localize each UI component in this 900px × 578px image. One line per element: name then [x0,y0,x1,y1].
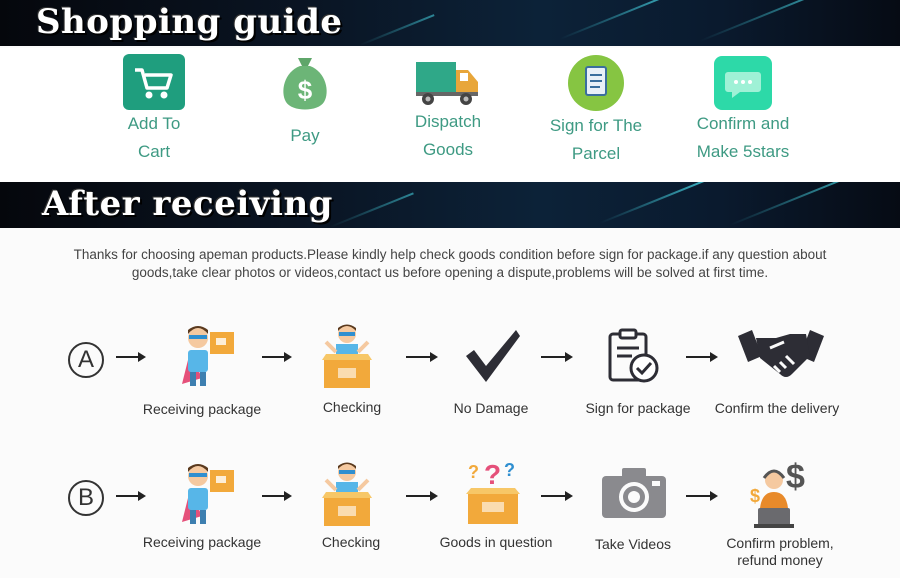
flow-b-label-receiving: Receiving package [142,534,262,550]
arrow [541,352,573,362]
flow-b-marker: B [68,480,104,516]
flow-b-label-checking: Checking [321,534,381,550]
arrow [116,352,146,362]
delivery-person-icon [182,464,234,524]
step-label-line1: Pay [290,126,320,145]
step-label-line1: Dispatch [414,112,482,131]
flow-a-label-sign: Sign for package [585,400,691,416]
flow-a-label-receiving: Receiving package [142,401,262,417]
arrow [406,352,438,362]
step-label-line1: Sign for The [549,116,643,135]
arrow [116,491,146,501]
arrow [406,491,438,501]
checkmark-icon [466,330,520,382]
arrow [262,491,292,501]
flow-a-label-confirm: Confirm the delivery [714,400,840,416]
flow-a-label-no-damage: No Damage [453,400,529,416]
checking-box-icon [322,462,372,526]
shopping-guide-title: Shopping guide [36,2,343,42]
money-bag-icon: $ [283,58,327,110]
truck-icon [416,62,478,105]
chat-icon [714,56,772,110]
flow-b-label-confirm-2: refund money [737,552,823,568]
after-receiving-title: After receiving [42,184,333,224]
step-add-to-cart: Add To Cart [104,54,204,166]
step-dispatch-goods: Dispatch Goods [398,58,498,164]
svg-text:?: ? [504,460,515,480]
step-confirm-stars: Confirm and Make 5stars [680,56,806,166]
arrow [686,491,718,501]
shopping-steps: Add To Cart $ Pay Dispatch Goods [0,48,900,182]
step-pay: $ Pay [255,52,355,150]
svg-text:$: $ [786,458,805,496]
sign-document-icon [608,328,659,383]
step-label-line1: Add To [127,114,181,133]
clipboard-icon [568,55,624,111]
delivery-person-icon [182,326,234,386]
checking-box-icon [322,324,372,388]
cart-icon [123,54,185,110]
arrow [262,352,292,362]
handshake-icon [738,330,824,377]
step-label-line2: Make 5stars [696,142,790,161]
svg-text:?: ? [484,459,501,490]
step-sign-parcel: Sign for The Parcel [534,54,658,168]
question-box-icon: ? ? ? [466,459,520,524]
flow-b-label-question: Goods in question [439,534,553,550]
camera-icon [602,468,666,518]
flow-a-marker: A [68,342,104,378]
step-label-line2: Parcel [571,144,621,163]
refund-agent-icon: $ $ [750,458,805,528]
intro-text: Thanks for choosing apeman products.Plea… [73,247,827,280]
svg-text:$: $ [750,486,760,506]
flow-b-label-videos: Take Videos [594,536,672,552]
step-label-line2: Goods [422,140,474,159]
after-receiving-banner: After receiving [0,182,900,228]
svg-text:$: $ [298,75,313,105]
step-label-line2: Cart [137,142,171,161]
arrow [686,352,718,362]
svg-text:?: ? [468,462,479,482]
shopping-guide-banner: Shopping guide [0,0,900,46]
arrow [541,491,573,501]
flow-b-label-confirm-1: Confirm problem, [726,535,834,551]
step-label-line1: Confirm and [696,114,790,133]
flow-a-label-checking: Checking [322,399,382,415]
